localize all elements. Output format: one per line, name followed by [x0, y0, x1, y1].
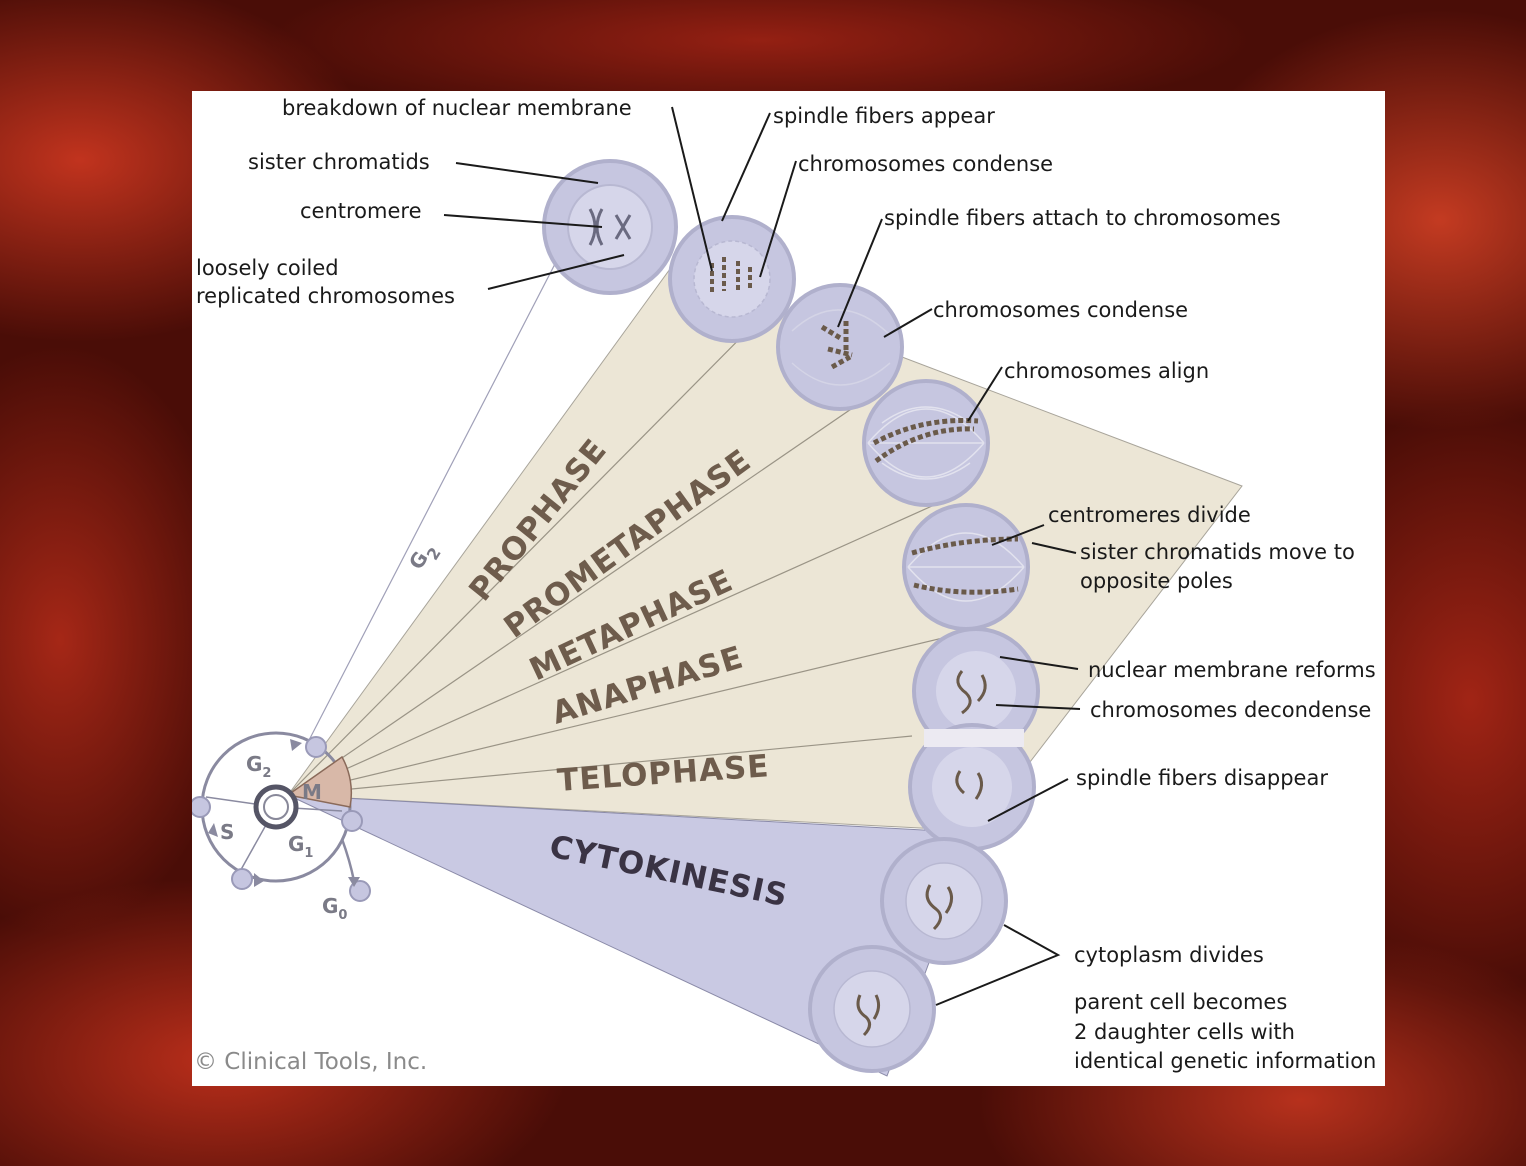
daughter-cell-lower — [808, 945, 936, 1073]
leader-condense-2 — [883, 308, 933, 338]
cycle-s: S — [220, 820, 234, 844]
telophase-cells — [908, 627, 1040, 851]
label-breakdown-nuclear-membrane: breakdown of nuclear membrane — [282, 96, 632, 120]
annotation-labels: breakdown of nuclear membrane spindle fi… — [196, 96, 1376, 1073]
label-chromosomes-decondense: chromosomes decondense — [1090, 698, 1371, 722]
anaphase-cell — [902, 503, 1030, 631]
leader-loosely-coiled — [487, 254, 625, 290]
daughter-cell-upper — [880, 837, 1008, 965]
leader-align — [967, 366, 1003, 422]
leader-spindle-disappear — [987, 778, 1069, 822]
label-cytoplasm-divides: cytoplasm divides — [1074, 943, 1264, 967]
leader-spindle-appear — [721, 112, 771, 222]
label-chromosomes-align: chromosomes align — [1004, 359, 1209, 383]
prophase-cell — [668, 215, 796, 343]
g2-ray — [305, 230, 573, 747]
cell-cycle-diagram: PROPHASE PROMETAPHASE METAPHASE ANAPHASE… — [192, 91, 1385, 1086]
leader-breakdown — [671, 106, 713, 272]
prometaphase-cell — [776, 283, 904, 411]
label-parent-cell-3: identical genetic information — [1074, 1049, 1376, 1073]
leader-spindle-attach — [837, 218, 883, 328]
leader-centromere — [443, 214, 603, 228]
interphase-cell — [542, 159, 678, 295]
leader-membrane-reforms — [999, 656, 1079, 670]
label-parent-cell-1: parent cell becomes — [1074, 990, 1287, 1014]
label-opposite-poles: opposite poles — [1080, 569, 1233, 593]
label-nuclear-membrane-reforms: nuclear membrane reforms — [1088, 658, 1376, 682]
label-centromeres-divide: centromeres divide — [1048, 503, 1251, 527]
wedge-divider-2 — [287, 380, 893, 796]
label-loosely-coiled: loosely coiled — [196, 256, 339, 280]
label-sister-chromatids: sister chromatids — [248, 150, 430, 174]
cycle-g1: G1 — [288, 832, 313, 861]
label-centromere: centromere — [300, 199, 422, 223]
wedge-divider-5 — [287, 735, 913, 796]
cycle-g2: G2 — [246, 752, 271, 781]
label-replicated-chromosomes: replicated chromosomes — [196, 284, 455, 308]
leader-lines — [443, 106, 1081, 1006]
leader-sister-chromatids — [455, 162, 599, 184]
leader-sister-move — [1031, 542, 1077, 554]
label-spindle-fibers-attach: spindle fibers attach to chromosomes — [884, 206, 1281, 230]
label-sister-chromatids-move: sister chromatids move to — [1080, 540, 1355, 564]
label-spindle-fibers-disappear: spindle fibers disappear — [1076, 766, 1328, 790]
leader-centromeres-divide — [991, 524, 1045, 546]
mitosis-diagram-svg: PROPHASE PROMETAPHASE METAPHASE ANAPHASE… — [192, 96, 1376, 1077]
leader-cytoplasm-divides — [935, 924, 1061, 1006]
cycle-m: M — [302, 780, 322, 804]
label-chromosomes-condense-1: chromosomes condense — [798, 152, 1053, 176]
label-chromosomes-condense-2: chromosomes condense — [933, 298, 1188, 322]
leader-decondense — [995, 704, 1081, 710]
metaphase-cell — [862, 379, 990, 507]
wedge-divider-1 — [287, 295, 783, 796]
cycle-g0: G0 — [322, 894, 347, 923]
label-spindle-fibers-appear: spindle fibers appear — [773, 104, 995, 128]
leader-condense-1 — [759, 160, 797, 278]
cell-cycle-circle — [192, 731, 371, 902]
copyright-notice: © Clinical Tools, Inc. — [194, 1049, 427, 1075]
label-parent-cell-2: 2 daughter cells with — [1074, 1020, 1295, 1044]
wedge-divider-4 — [287, 630, 973, 796]
wedge-divider-3 — [287, 505, 933, 796]
